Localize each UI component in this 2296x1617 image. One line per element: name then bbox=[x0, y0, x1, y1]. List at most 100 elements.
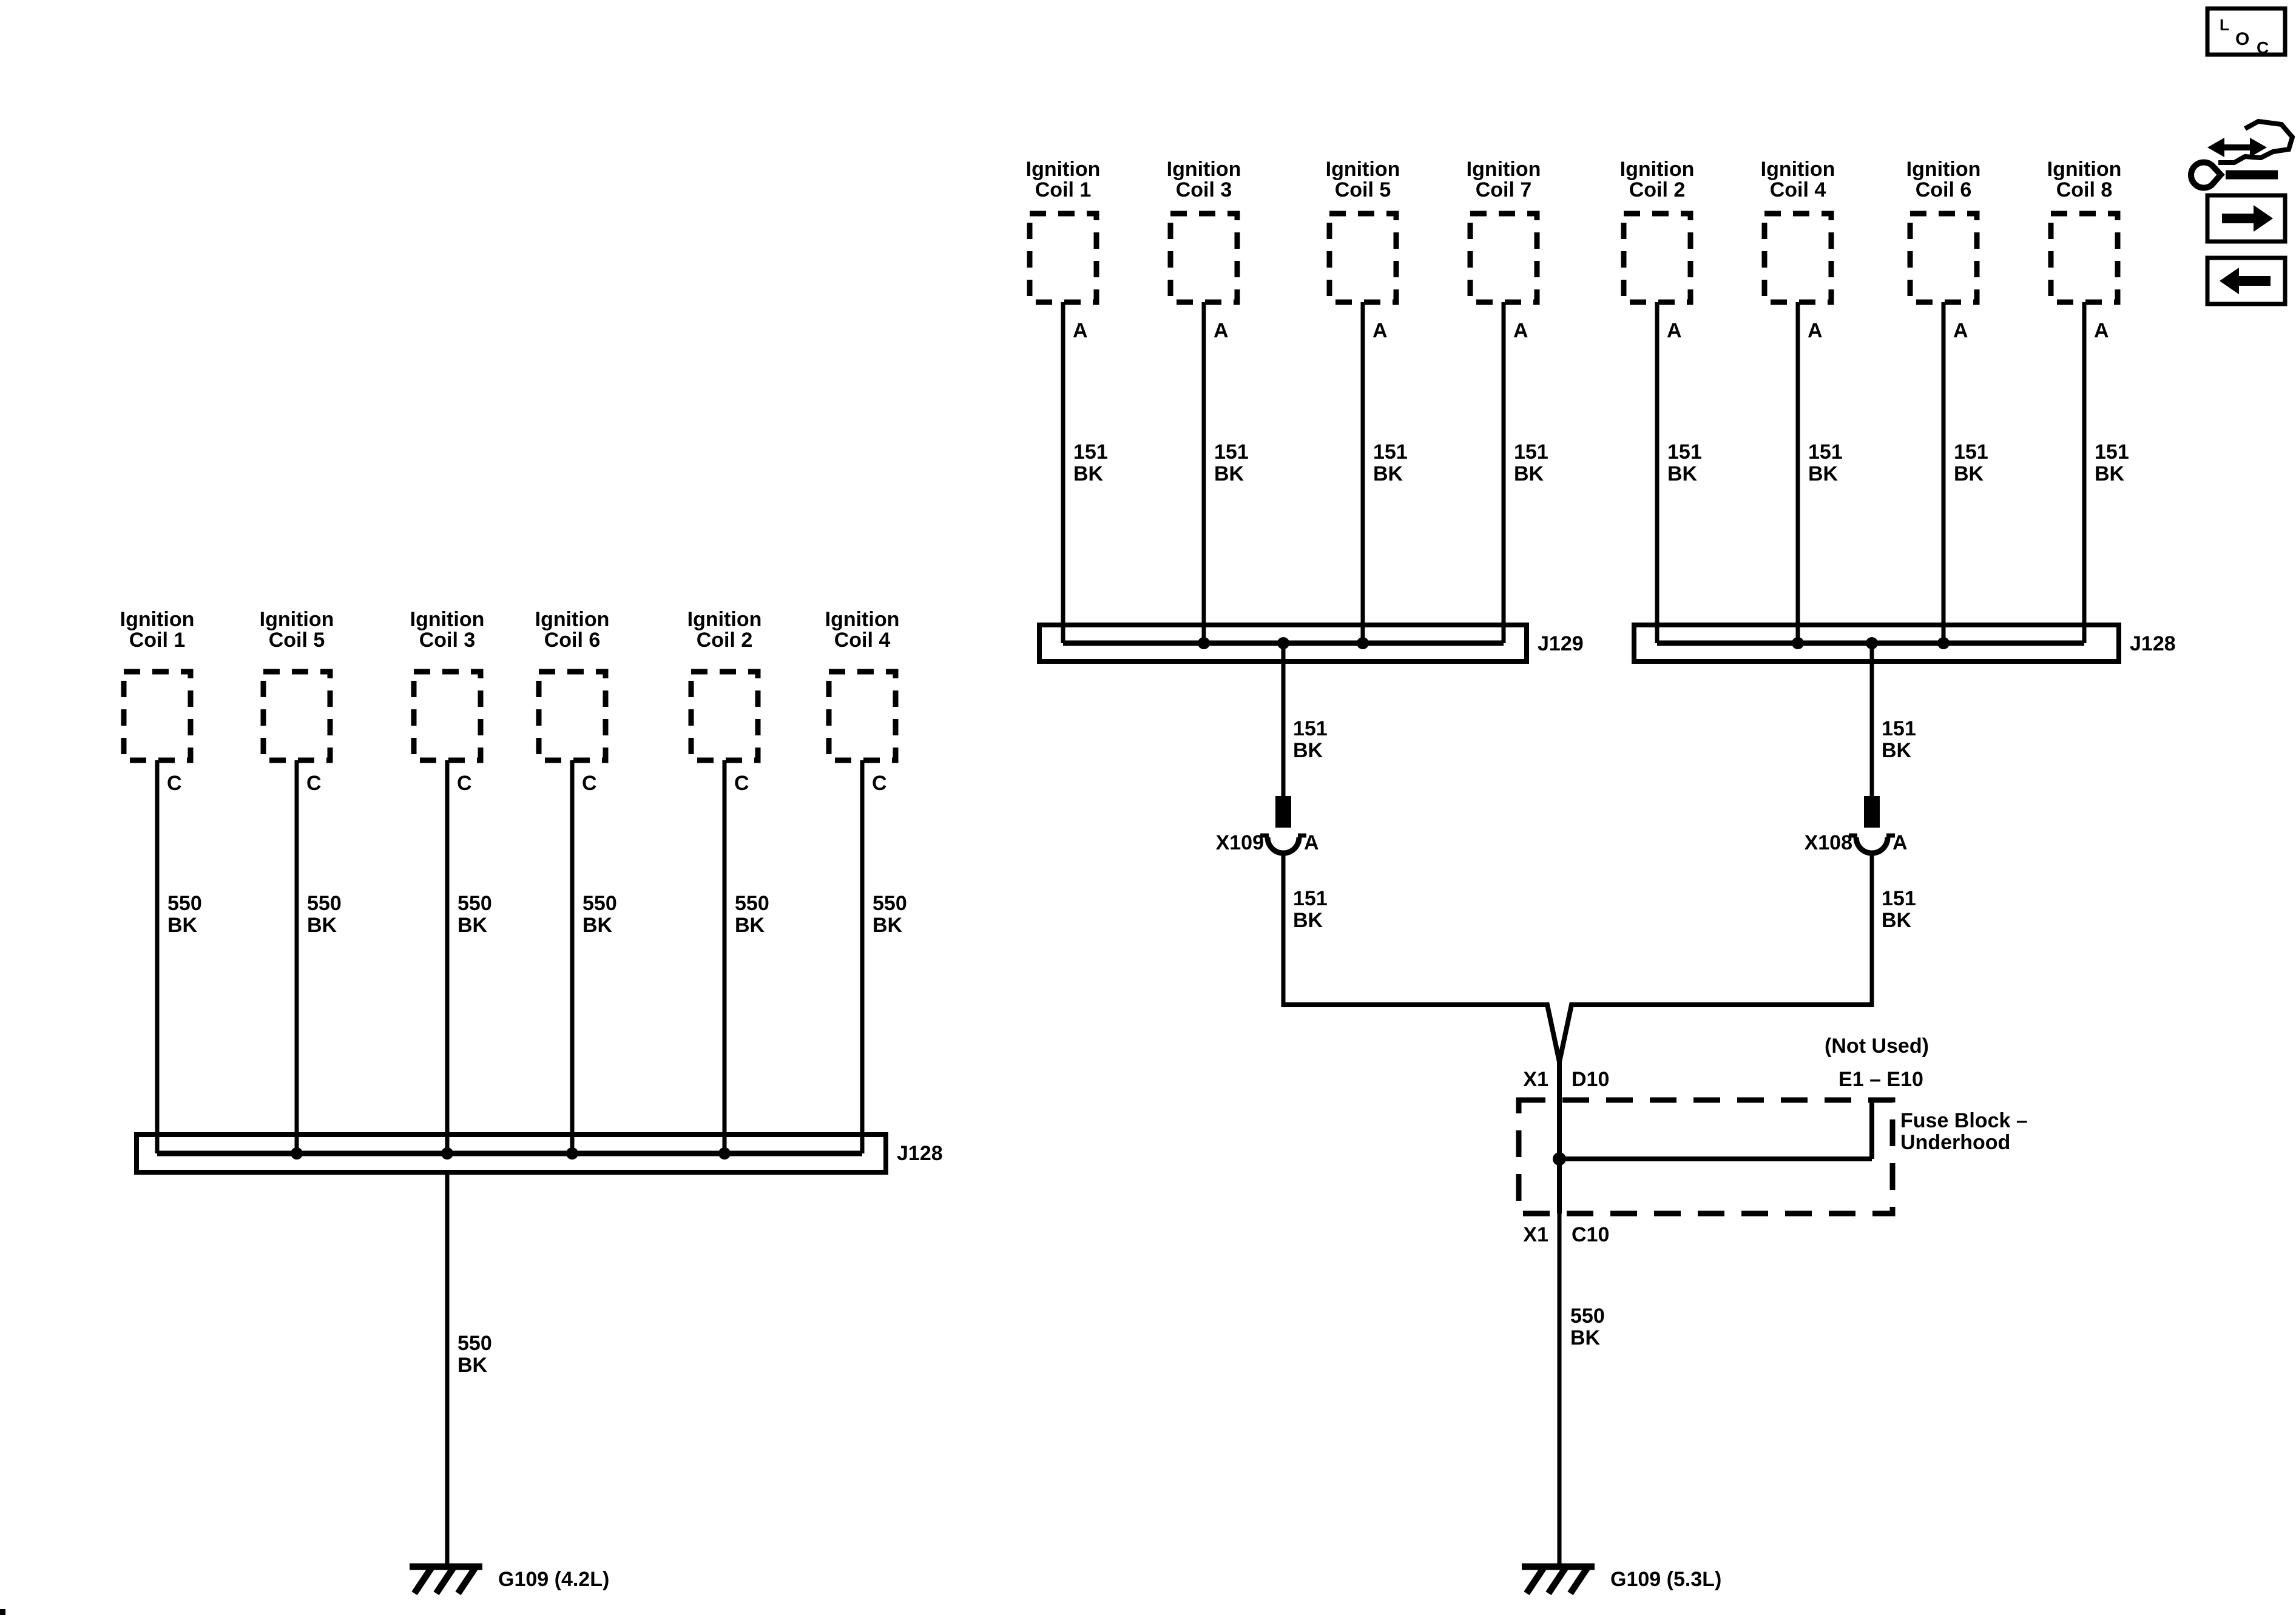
coil-label: Ignition bbox=[260, 608, 334, 631]
right-coil-5: Ignition Coil 5 A 151 BK bbox=[1326, 158, 1408, 643]
wire-id: 550 bbox=[458, 892, 492, 915]
component-label: Underhood bbox=[1900, 1131, 2010, 1154]
terminal-letter: C bbox=[167, 772, 182, 795]
right-coil-7: Ignition Coil 7 A 151 BK bbox=[1467, 158, 1548, 643]
component-outline bbox=[2218, 118, 2295, 165]
wire-id: 151 bbox=[1514, 441, 1548, 464]
junction-dot bbox=[566, 1147, 578, 1160]
terminal-letter: A bbox=[1373, 319, 1388, 342]
not-used-label: (Not Used) bbox=[1825, 1035, 1929, 1058]
coil-box bbox=[1167, 211, 1240, 305]
wire-id: 550 bbox=[1570, 1305, 1605, 1328]
pin-label: C10 bbox=[1572, 1223, 1609, 1246]
wire-color: BK bbox=[307, 914, 337, 937]
wire-id: 550 bbox=[307, 892, 342, 915]
junction-box bbox=[134, 1132, 888, 1175]
coil-box bbox=[260, 669, 333, 763]
coil-label: Coil 4 bbox=[834, 629, 891, 652]
wire-id: 151 bbox=[1373, 441, 1408, 464]
wire-color: BK bbox=[1214, 462, 1244, 485]
wrench-jaw bbox=[2188, 159, 2225, 191]
coil-box bbox=[1326, 211, 1399, 305]
wire-color: BK bbox=[1514, 462, 1544, 485]
left-junction-j128: J128 bbox=[134, 1132, 943, 1175]
coil-box bbox=[1761, 211, 1834, 305]
wire-id: 151 bbox=[1882, 887, 1916, 910]
right-coil-3: Ignition Coil 3 A 151 BK bbox=[1167, 158, 1249, 643]
coil-label: Coil 3 bbox=[419, 629, 476, 652]
wire bbox=[1557, 1002, 1872, 1062]
inline-connector-symbol bbox=[1260, 796, 1306, 856]
left-ground-drop: 550 BK G109 (4.2L) bbox=[410, 1172, 609, 1596]
coil-label: Coil 1 bbox=[1035, 178, 1092, 201]
left-coil-4: Ignition Coil 4 C 550 BK bbox=[825, 608, 907, 1153]
connector-label: X108 bbox=[1805, 831, 1852, 854]
junction-label: J128 bbox=[897, 1142, 943, 1165]
right-ground-drop: 550 BK G109 (5.3L) bbox=[1522, 1214, 1721, 1596]
next-page-button[interactable] bbox=[2205, 193, 2288, 244]
coil-label: Coil 2 bbox=[1629, 178, 1686, 201]
connector-pin: A bbox=[1304, 831, 1319, 854]
arrow-head-right bbox=[2250, 138, 2267, 157]
coil-label: Ignition bbox=[120, 608, 195, 631]
wire-id: 151 bbox=[1293, 717, 1328, 740]
left-arrow-shaft bbox=[2239, 276, 2271, 286]
x108-branch: 151 BK X108 A 151 BK bbox=[1557, 643, 1916, 1062]
arrow-head-left bbox=[2207, 138, 2224, 157]
fuse-block-box bbox=[1516, 1097, 1896, 1217]
terminal-letter: C bbox=[457, 772, 472, 795]
coil-label: Coil 5 bbox=[1335, 178, 1391, 201]
terminal-letter: A bbox=[2094, 319, 2109, 342]
left-coil-5: Ignition Coil 5 C 550 BK bbox=[260, 608, 342, 1153]
wire-id: 151 bbox=[1293, 887, 1328, 910]
prev-button-frame bbox=[2205, 255, 2288, 306]
wire-color: BK bbox=[1570, 1326, 1601, 1349]
right-coil-2: Ignition Coil 2 A 151 BK bbox=[1620, 158, 1702, 643]
coil-label: Ignition bbox=[410, 608, 485, 631]
coil-label: Coil 6 bbox=[1916, 178, 1972, 201]
connector-label: X1 bbox=[1523, 1223, 1548, 1246]
wire-color: BK bbox=[1293, 909, 1323, 932]
coil-label: Ignition bbox=[1467, 158, 1541, 181]
loc-letter-c: C bbox=[2257, 38, 2269, 57]
wire-id: 151 bbox=[2095, 441, 2129, 464]
wire-color: BK bbox=[735, 914, 765, 937]
terminal-letter: C bbox=[582, 772, 597, 795]
wire-id: 151 bbox=[1214, 441, 1249, 464]
coil-box bbox=[688, 669, 761, 763]
terminal-letter: A bbox=[1073, 319, 1088, 342]
right-coil-8: Ignition Coil 8 A 151 BK bbox=[2047, 158, 2129, 643]
left-coil-3: Ignition Coil 3 C 550 BK bbox=[410, 608, 492, 1153]
wire-color: BK bbox=[1882, 739, 1912, 762]
junction-label: J128 bbox=[2130, 632, 2176, 655]
fuse-block-underhood: X1 D10 (Not Used) E1 – E10 Fuse Block – … bbox=[1516, 1035, 2028, 1246]
connector-label: X1 bbox=[1523, 1068, 1548, 1091]
coil-box bbox=[1027, 211, 1099, 305]
loc-button[interactable]: L O C bbox=[2205, 6, 2288, 57]
left-coil-2: Ignition Coil 2 C 550 BK bbox=[687, 608, 769, 1153]
coil-label: Coil 4 bbox=[1770, 178, 1826, 201]
junction-j128-right: J128 bbox=[1632, 623, 2176, 664]
junction-dot bbox=[1937, 637, 1950, 649]
connector-pin: A bbox=[1893, 831, 1908, 854]
wire-id: 151 bbox=[1808, 441, 1843, 464]
junction-label: J129 bbox=[1538, 632, 1584, 655]
coil-label: Ignition bbox=[1167, 158, 1241, 181]
junction-dot bbox=[291, 1147, 303, 1160]
right-arrow-shaft bbox=[2222, 214, 2254, 223]
component-label: Fuse Block – bbox=[1900, 1109, 2028, 1132]
inline-connector-symbol bbox=[1849, 796, 1895, 856]
coil-label: Ignition bbox=[535, 608, 610, 631]
previous-page-button[interactable] bbox=[2205, 255, 2288, 306]
coil-box bbox=[1467, 211, 1540, 305]
page-edge-artifact bbox=[0, 1609, 5, 1615]
wire-color: BK bbox=[1373, 462, 1403, 485]
terminal-letter: A bbox=[1214, 319, 1229, 342]
terminal-letter: A bbox=[1513, 319, 1528, 342]
ground-label: G109 (5.3L) bbox=[1610, 1568, 1721, 1591]
coil-label: Coil 6 bbox=[544, 629, 601, 652]
coil-label: Ignition bbox=[1620, 158, 1695, 181]
right-coil-1: Ignition Coil 1 A 151 BK bbox=[1026, 158, 1108, 643]
repair-instructions-icon[interactable] bbox=[2188, 118, 2295, 191]
ground-symbol bbox=[410, 1563, 482, 1596]
